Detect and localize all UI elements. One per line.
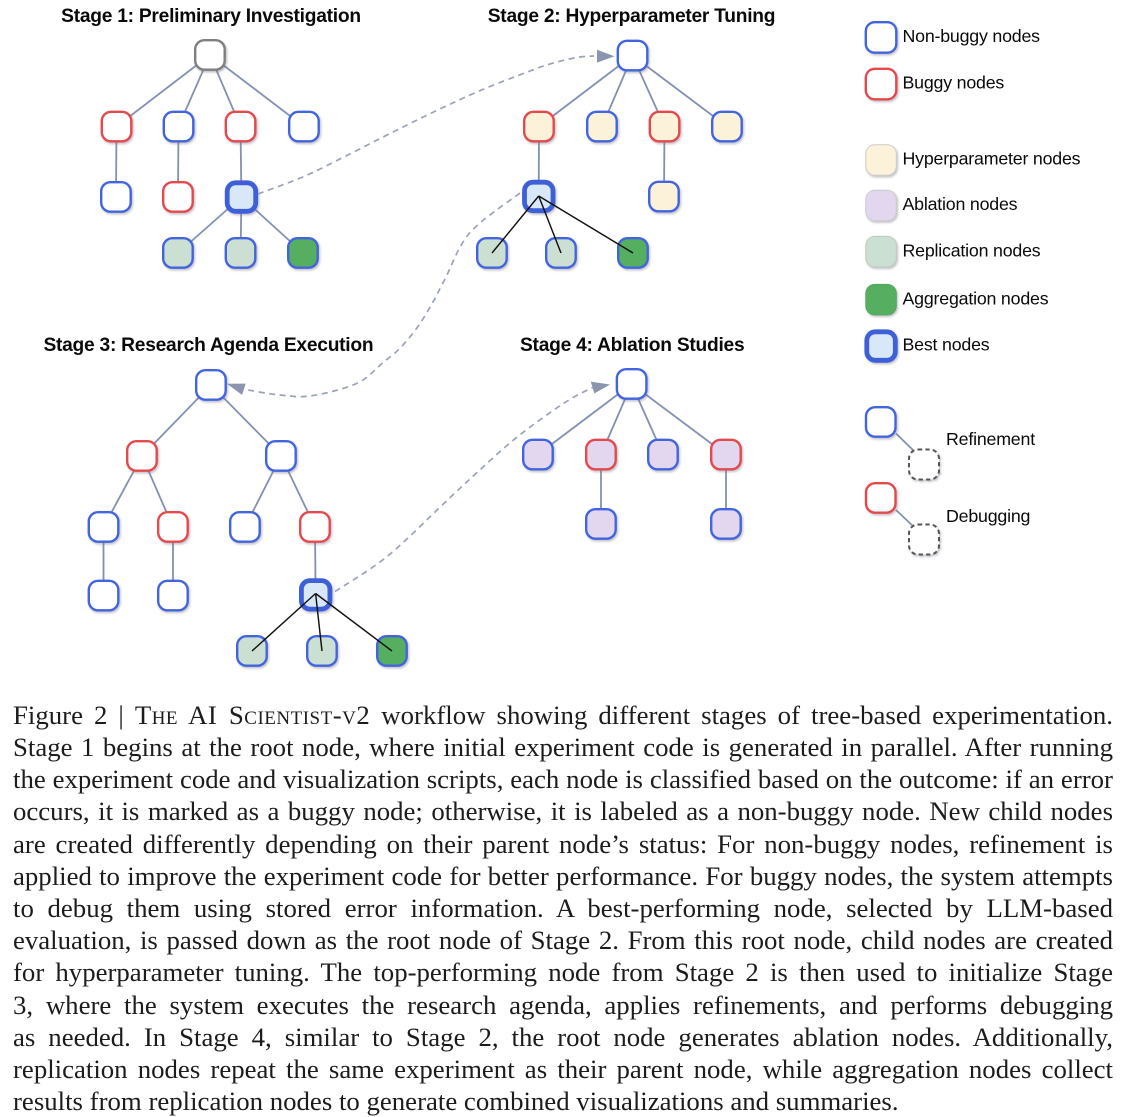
svg-text:Stage 4: Ablation Studies: Stage 4: Ablation Studies	[520, 335, 744, 356]
svg-text:Ablation nodes: Ablation nodes	[903, 194, 1018, 214]
svg-text:Stage 2: Hyperparameter Tuning: Stage 2: Hyperparameter Tuning	[488, 6, 776, 27]
svg-text:Aggregation nodes: Aggregation nodes	[903, 288, 1049, 308]
svg-text:Non-buggy nodes: Non-buggy nodes	[903, 26, 1041, 46]
svg-text:Hyperparameter nodes: Hyperparameter nodes	[903, 149, 1081, 169]
svg-text:Stage 3: Research Agenda Execu: Stage 3: Research Agenda Execution	[43, 335, 373, 356]
svg-text:Stage 1: Preliminary Investiga: Stage 1: Preliminary Investigation	[61, 6, 361, 27]
svg-text:Refinement: Refinement	[946, 429, 1035, 449]
svg-text:Buggy nodes: Buggy nodes	[903, 73, 1005, 93]
svg-text:Replication nodes: Replication nodes	[903, 240, 1041, 260]
svg-text:Debugging: Debugging	[946, 506, 1030, 526]
svg-text:Best nodes: Best nodes	[903, 335, 990, 355]
